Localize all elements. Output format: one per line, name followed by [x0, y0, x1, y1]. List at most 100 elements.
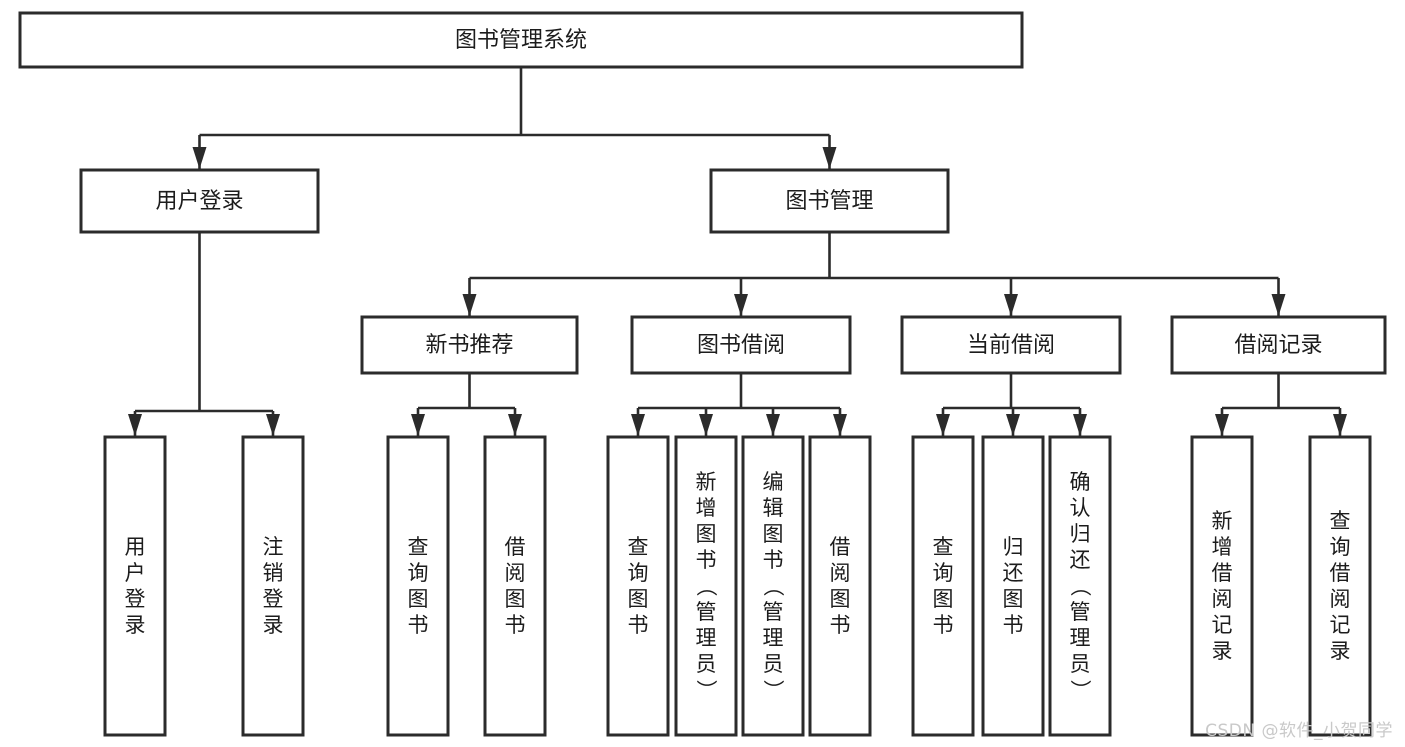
node-label-char: 书	[408, 613, 429, 637]
node-label-char: 书	[696, 548, 717, 572]
node-label-char: 员	[1070, 652, 1091, 676]
node-label-char: 记	[1212, 613, 1233, 637]
node-label-char: 销	[263, 561, 284, 585]
node-label-char: 询	[408, 561, 429, 585]
node-box	[911, 435, 975, 737]
node-label-char: 借	[830, 535, 851, 559]
connector-arrowhead	[1215, 414, 1229, 436]
connector-arrowhead	[822, 147, 837, 169]
node-label-char: 认	[1070, 496, 1091, 520]
node-box	[79, 168, 320, 234]
node-label-char: 理	[696, 626, 717, 650]
node-label-char: 归	[1003, 535, 1024, 559]
node-label-char: 图	[830, 587, 851, 611]
node-box	[386, 435, 450, 737]
node-box	[1048, 435, 1112, 737]
node-label-char: 确	[1070, 470, 1091, 494]
node-root-system[interactable]: 图书管理系统	[18, 11, 1024, 69]
node-label-char: 管	[696, 600, 717, 624]
connector-arrowhead	[1006, 414, 1020, 436]
node-label-char: 阅	[830, 561, 851, 585]
node-box	[103, 435, 167, 737]
node-label-char: 编	[763, 470, 784, 494]
connector-arrowhead	[1271, 294, 1286, 316]
node-level3-2[interactable]: 当前借阅	[900, 315, 1122, 375]
node-label-char: ）	[761, 680, 785, 701]
connector-arrowhead	[1073, 414, 1087, 436]
node-label-char: 书	[933, 613, 954, 637]
node-label-char: 记	[1330, 613, 1351, 637]
node-label-char: （	[761, 576, 785, 597]
node-label-char: 询	[628, 561, 649, 585]
node-label: 借阅记录	[1234, 333, 1322, 358]
node-label-char: 录	[1330, 639, 1351, 663]
node-box	[900, 315, 1122, 375]
node-box	[606, 435, 670, 737]
connector-arrowhead	[411, 414, 425, 436]
node-box	[981, 435, 1045, 737]
connector-arrowhead	[128, 414, 142, 436]
node-level2-0[interactable]: 用户登录	[79, 168, 320, 234]
node-level2-1[interactable]: 图书管理	[709, 168, 950, 234]
node-label-char: 图	[505, 587, 526, 611]
node-level3-1[interactable]: 图书借阅	[630, 315, 852, 375]
node-label-char: 书	[763, 548, 784, 572]
node-label-char: 用	[125, 535, 146, 559]
node-label-char: 还	[1003, 561, 1024, 585]
connector-arrowhead	[266, 414, 280, 436]
node-label-char: 还	[1070, 548, 1091, 572]
node-box	[808, 435, 872, 737]
node-label-char: 查	[628, 535, 649, 559]
node-label-char: 借	[505, 535, 526, 559]
node-label-char: 新	[696, 470, 717, 494]
connector-arrowhead	[631, 414, 645, 436]
node-label-char: （	[1068, 576, 1092, 597]
node-label-char: 理	[763, 626, 784, 650]
node-box	[360, 315, 579, 375]
node-box	[709, 168, 950, 234]
node-label-char: 查	[933, 535, 954, 559]
node-label-char: 图	[1003, 587, 1024, 611]
node-leaf-0[interactable]: 用户登录	[103, 435, 167, 737]
node-label-char: 注	[263, 535, 284, 559]
node-label-char: 图	[763, 522, 784, 546]
node-label-char: 录	[263, 613, 284, 637]
node-box	[483, 435, 547, 737]
node-label-char: （	[694, 576, 718, 597]
connector-arrowhead	[192, 147, 207, 169]
node-box	[630, 315, 852, 375]
node-label-char: 员	[763, 652, 784, 676]
node-label-char: 新	[1212, 509, 1233, 533]
node-label-char: 增	[696, 496, 717, 520]
node-label-char: 录	[1212, 639, 1233, 663]
node-label-char: 书	[628, 613, 649, 637]
node-box	[1190, 435, 1254, 737]
node-label-char: 图	[408, 587, 429, 611]
node-level3-3[interactable]: 借阅记录	[1170, 315, 1387, 375]
node-label-char: 录	[125, 613, 146, 637]
connector-arrowhead	[1004, 294, 1018, 316]
node-label-char: 管	[763, 600, 784, 624]
node-label-char: 管	[1070, 600, 1091, 624]
node-label-char: 增	[1212, 535, 1233, 559]
node-level3-0[interactable]: 新书推荐	[360, 315, 579, 375]
connector-arrowhead	[508, 414, 522, 436]
node-label-char: 询	[1330, 535, 1351, 559]
node-label-char: 图	[933, 587, 954, 611]
node-label: 图书借阅	[697, 333, 785, 358]
node-label: 图书管理系统	[455, 28, 587, 53]
